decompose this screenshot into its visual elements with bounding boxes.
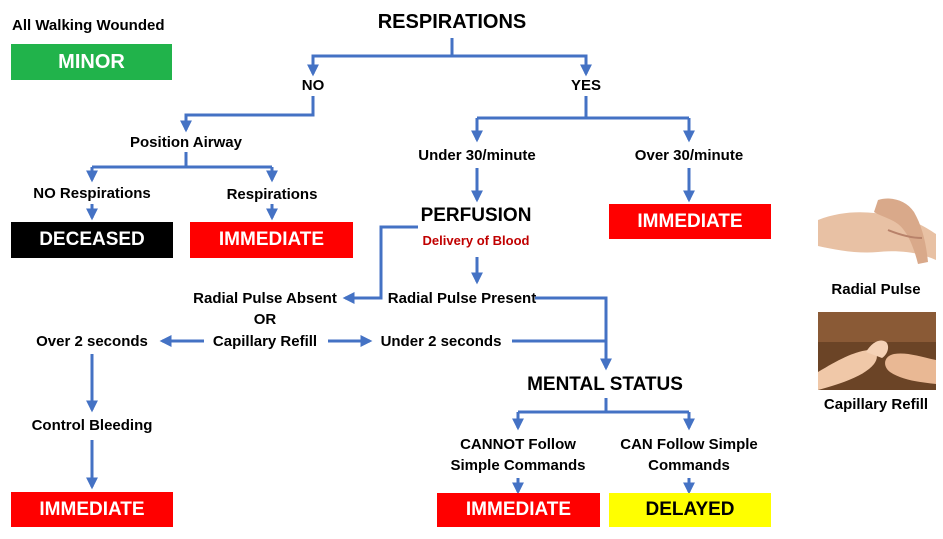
minor-badge: MINOR [11, 44, 172, 80]
immediate-badge-mental: IMMEDIATE [437, 493, 600, 527]
mental-status-title: MENTAL STATUS [527, 374, 683, 395]
respirations-label: Respirations [226, 186, 318, 203]
deceased-badge: DECEASED [11, 222, 173, 258]
under-2-seconds-label: Under 2 seconds [380, 333, 502, 350]
immediate-badge-bleeding: IMMEDIATE [11, 492, 173, 527]
perfusion-subtitle: Delivery of Blood [422, 233, 530, 248]
immediate-badge-respirations: IMMEDIATE [190, 222, 353, 258]
cannot-follow-line1: CANNOT Follow [460, 436, 576, 453]
perfusion-title: PERFUSION [420, 205, 532, 226]
under-30-label: Under 30/minute [418, 147, 536, 164]
position-airway-label: Position Airway [130, 134, 242, 151]
capillary-refill-label: Capillary Refill [212, 333, 318, 350]
capillary-refill-caption: Capillary Refill [823, 396, 929, 413]
over-30-label: Over 30/minute [634, 147, 744, 164]
radial-pulse-caption: Radial Pulse [831, 281, 921, 298]
capillary-refill-photo [818, 312, 936, 390]
over-2-seconds-label: Over 2 seconds [36, 333, 148, 350]
or-label: OR [253, 311, 277, 328]
no-label: NO [301, 77, 325, 94]
delayed-badge: DELAYED [609, 493, 771, 527]
radial-pulse-present-label: Radial Pulse Present [387, 290, 537, 307]
can-follow-line1: CAN Follow Simple [620, 436, 758, 453]
cannot-follow-line2: Simple Commands [450, 457, 586, 474]
radial-pulse-absent-label: Radial Pulse Absent [193, 290, 337, 307]
radial-pulse-photo [818, 190, 936, 274]
immediate-badge-over-30: IMMEDIATE [609, 204, 771, 239]
yes-label: YES [570, 77, 602, 94]
can-follow-line2: Commands [648, 457, 730, 474]
walking-wounded-heading: All Walking Wounded [12, 17, 165, 34]
no-respirations-label: NO Respirations [33, 185, 151, 202]
respirations-title: RESPIRATIONS [377, 11, 527, 33]
control-bleeding-label: Control Bleeding [31, 417, 153, 434]
